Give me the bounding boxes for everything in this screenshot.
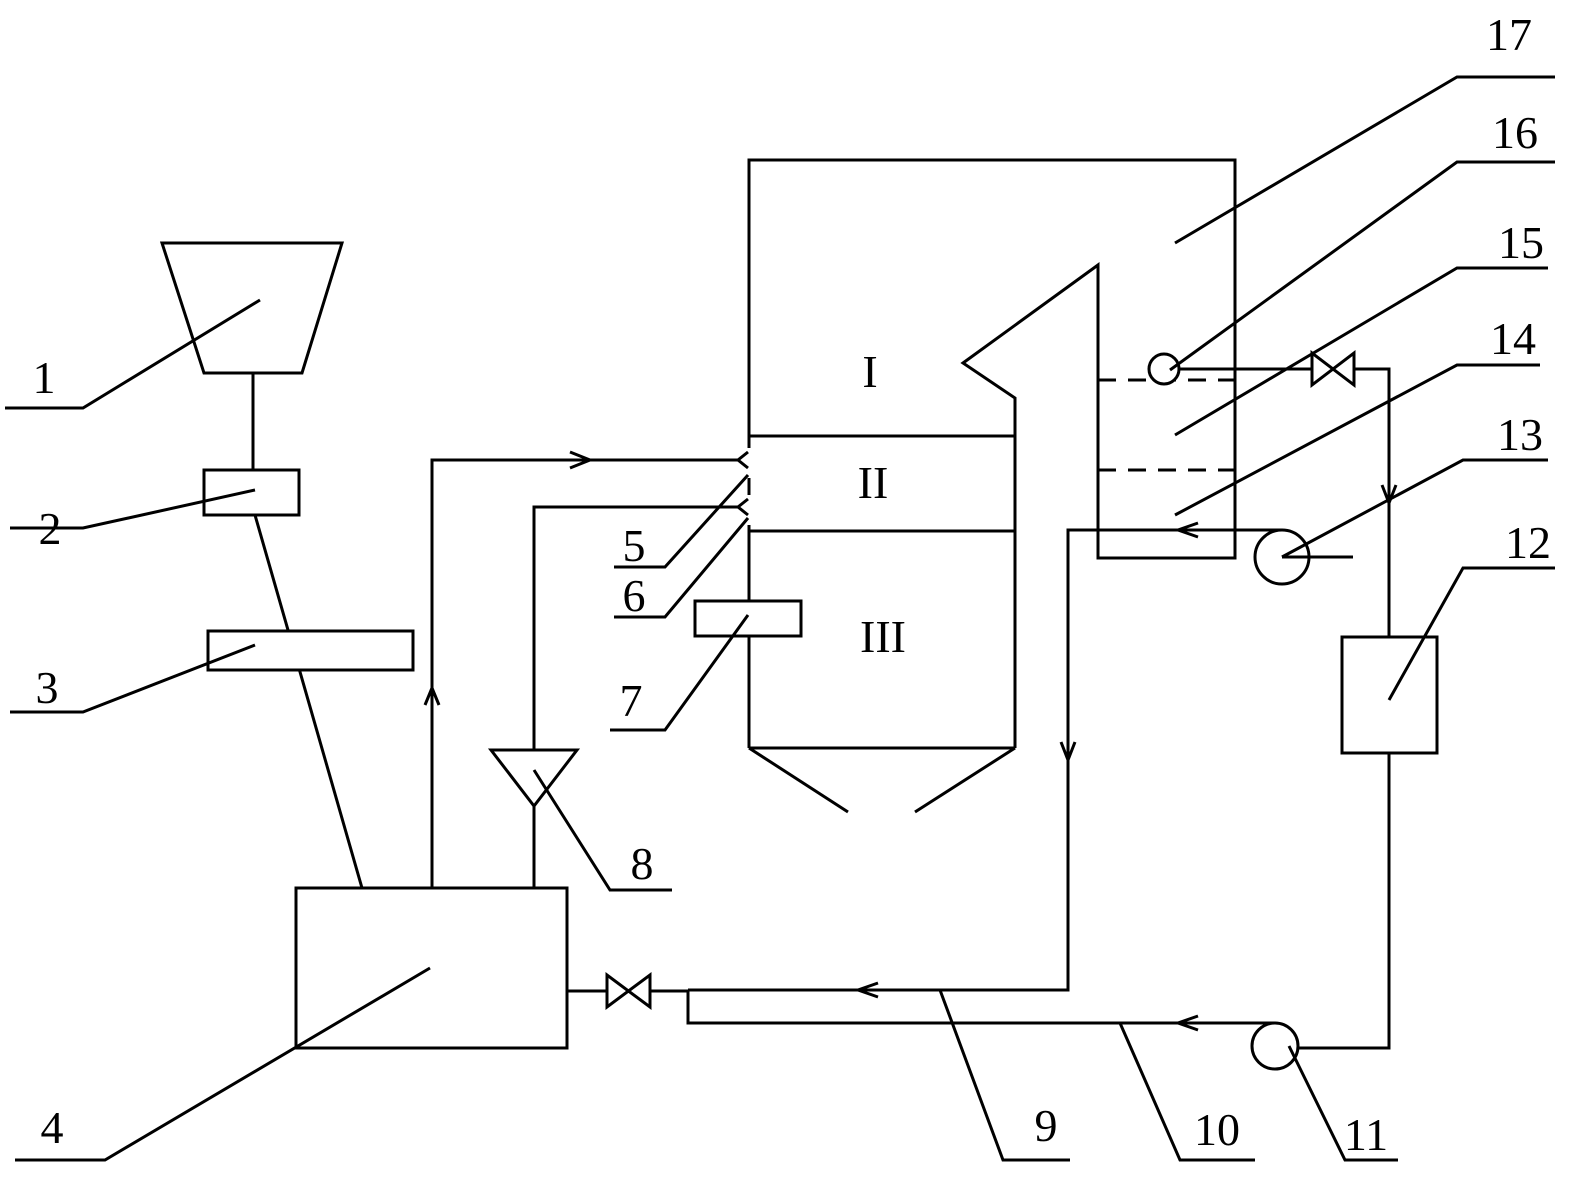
label-13: 13 [1497, 409, 1543, 460]
flow-arrow-up [423, 684, 441, 706]
label-17: 17 [1486, 9, 1532, 60]
valve-lower [605, 972, 652, 1010]
zone-label-2: II [858, 457, 889, 508]
label-9: 9 [1035, 1100, 1058, 1151]
cooler-to-pump-11 [1298, 753, 1391, 1050]
zone-label-3: III [860, 611, 906, 662]
feeder-box [202, 468, 301, 517]
circulation-line-right [1354, 367, 1391, 637]
label-5: 5 [623, 520, 646, 571]
inner-baffle [960, 262, 1100, 748]
flow-arrow-left-bottom [853, 981, 879, 999]
zone-label-1: I [862, 346, 877, 397]
flow-arrow-down-gas [1059, 741, 1077, 765]
nozzle-6 [735, 497, 749, 517]
nozzle-5 [735, 450, 749, 470]
label-7: 7 [620, 675, 643, 726]
flow-arrow-left-gas [1173, 521, 1199, 539]
cooler-box [1340, 635, 1439, 755]
label-14: 14 [1490, 313, 1536, 364]
conveyor-bar [206, 629, 415, 672]
tower-outline [747, 158, 1237, 560]
heater-element [693, 599, 803, 638]
label-16: 16 [1492, 107, 1538, 158]
label-11: 11 [1344, 1109, 1388, 1160]
return-line [686, 990, 1275, 1025]
gas-inlet-line [688, 528, 1282, 992]
label-10: 10 [1194, 1104, 1240, 1155]
hopper [159, 241, 345, 375]
pipe-from-pump-8 [532, 505, 738, 750]
pipe-to-nozzle-5 [430, 458, 738, 888]
valve-upper [1310, 349, 1356, 389]
label-6: 6 [623, 570, 646, 621]
label-12: 12 [1505, 517, 1551, 568]
pump-11 [1250, 1021, 1300, 1071]
cone-right [914, 746, 1016, 814]
leader-lines [5, 75, 1555, 1162]
label-1: 1 [33, 352, 56, 403]
flow-arrow-left-return [1173, 1014, 1199, 1032]
label-3: 3 [36, 662, 59, 713]
pump-8 [487, 748, 581, 809]
flow-arrow-down-right [1380, 484, 1398, 508]
label-2: 2 [39, 503, 62, 554]
label-8: 8 [631, 838, 654, 889]
cone-left [748, 746, 849, 814]
spray-nozzle [1147, 352, 1181, 386]
label-4: 4 [41, 1102, 64, 1153]
flow-arrow-right-top [569, 450, 595, 470]
label-15: 15 [1498, 217, 1544, 268]
feeder-to-mixer-line [253, 514, 364, 889]
